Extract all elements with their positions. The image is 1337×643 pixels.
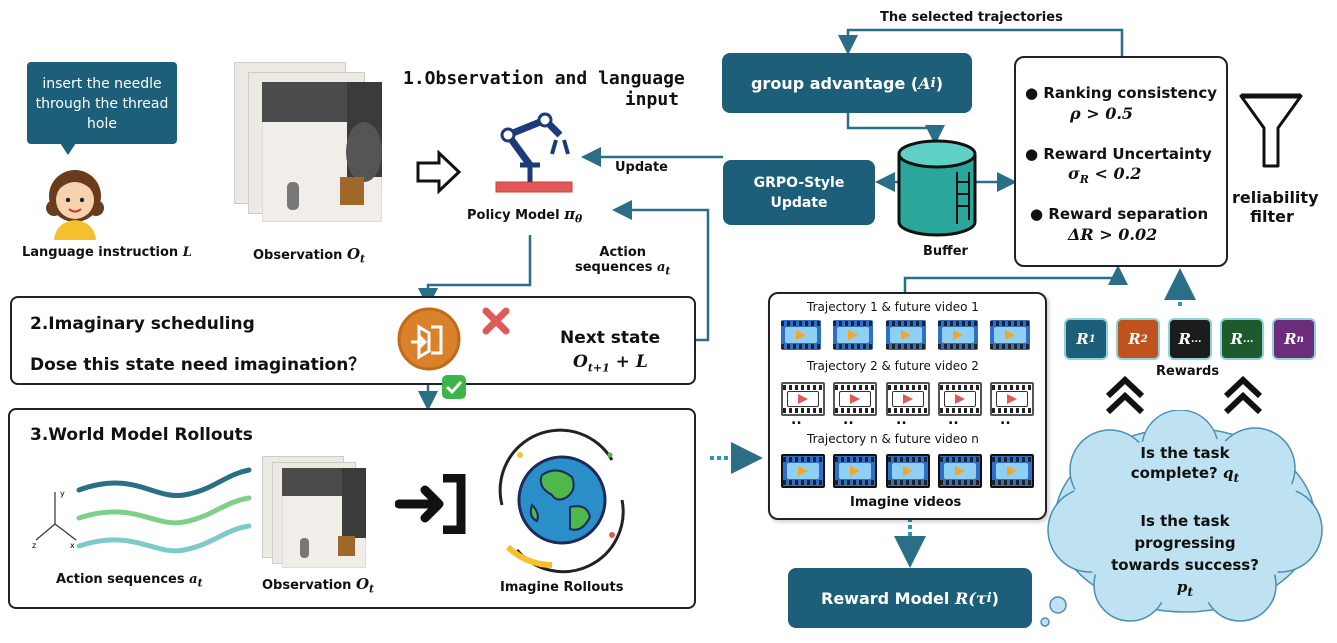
rewards-label: Rewards [1156, 364, 1220, 379]
film-icon [833, 454, 877, 488]
check-icon [442, 375, 466, 399]
policy-model-label: Policy Model πθ [467, 205, 583, 226]
hollow-arrow-icon [416, 150, 462, 194]
film-icon [833, 320, 873, 350]
reward-tile: R... [1220, 318, 1264, 360]
ellipsis-mark: .. [1000, 412, 1011, 428]
next-state-label: Next state [560, 328, 661, 348]
ellipsis-mark: .. [791, 412, 802, 428]
axes-icon: y x z [32, 489, 77, 550]
svg-text:z: z [32, 541, 36, 550]
film-icon [833, 382, 877, 416]
world-icon [498, 428, 625, 574]
enter-arrow-icon [395, 474, 466, 534]
film-icon [781, 382, 825, 416]
film-icon [990, 382, 1034, 416]
next-state-expression: Ot+1 + L [573, 352, 648, 375]
reward-tile: R... [1168, 318, 1212, 360]
update-label: Update [615, 160, 668, 175]
funnel-icon [1239, 93, 1303, 168]
ranking-consistency-label: ● Ranking consistency [1025, 84, 1217, 102]
grpo-update-box: GRPO-Style Update [723, 160, 875, 225]
speech-bubble [27, 62, 177, 144]
ellipsis-mark: .. [948, 412, 959, 428]
film-icon [990, 320, 1030, 350]
action-sequence-curves [76, 467, 252, 554]
trajectoryn-label: Trajectory n & future video n [807, 432, 979, 446]
reliability-criteria-panel [1014, 56, 1228, 267]
imagine-rollouts-label: Imagine Rollouts [500, 580, 624, 595]
step2-question: Dose this state need imagination？ [30, 355, 366, 375]
film-icon [886, 382, 930, 416]
ellipsis-mark: .. [843, 412, 854, 428]
observation2-label: Observation Ot [262, 575, 375, 596]
reward-separation-expr: ΔR > 0.02 [1068, 225, 1158, 244]
film-icon [938, 320, 978, 350]
film-icon [886, 454, 930, 488]
cloud-question-progress: Is the task progressing towards success?… [1111, 512, 1259, 599]
step2-title: 2.Imaginary scheduling [30, 314, 255, 334]
ranking-consistency-expr: ρ > 0.5 [1070, 104, 1134, 123]
trajectory2-label: Trajectory 2 & future video 2 [807, 359, 979, 373]
action-seq-label: Action sequences at [56, 572, 203, 590]
svg-text:x: x [70, 541, 75, 550]
reward-uncertainty-expr: σR < 0.2 [1068, 164, 1142, 187]
step2-panel [10, 296, 696, 385]
film-icon [990, 454, 1034, 488]
action-sequences-label: Action sequences at [575, 245, 671, 278]
reward-uncertainty-label: ● Reward Uncertainty [1025, 145, 1212, 163]
svg-text:y: y [60, 489, 65, 498]
observation-image [262, 82, 382, 222]
speech-bubble-text: insert the needle through the thread hol… [35, 76, 169, 132]
speech-bubble-tail [60, 143, 76, 155]
reward-separation-label: ● Reward separation [1030, 205, 1209, 223]
film-icon [781, 320, 821, 350]
observation2-image [282, 468, 366, 568]
imagine-videos-label: Imagine videos [850, 495, 962, 510]
girl-avatar-icon [46, 170, 104, 240]
cross-icon [482, 307, 510, 335]
film-icon [938, 454, 982, 488]
film-icon [886, 320, 926, 350]
robot-arm-icon [495, 112, 573, 193]
trajectory1-label: Trajectory 1 & future video 1 [807, 300, 979, 314]
cloud-question-complete: Is the task complete? qt [1130, 444, 1240, 485]
film-icon [781, 454, 825, 488]
selected-trajectories-label: The selected trajectories [880, 10, 1063, 25]
thought-cloud [1040, 410, 1323, 627]
step3-title: 3.World Model Rollouts [30, 425, 253, 445]
language-instruction-label: Language instruction L [22, 245, 192, 260]
ellipsis-mark: .. [896, 412, 907, 428]
step1-title: 1.Observation and language input [403, 68, 685, 110]
buffer-label: Buffer [923, 244, 968, 259]
buffer-cylinder-icon [897, 139, 977, 237]
reliability-filter-label: reliability filter [1232, 188, 1319, 226]
film-icon [938, 382, 982, 416]
observation-label: Observation Ot [253, 245, 366, 266]
scheduler-icon [397, 307, 461, 371]
